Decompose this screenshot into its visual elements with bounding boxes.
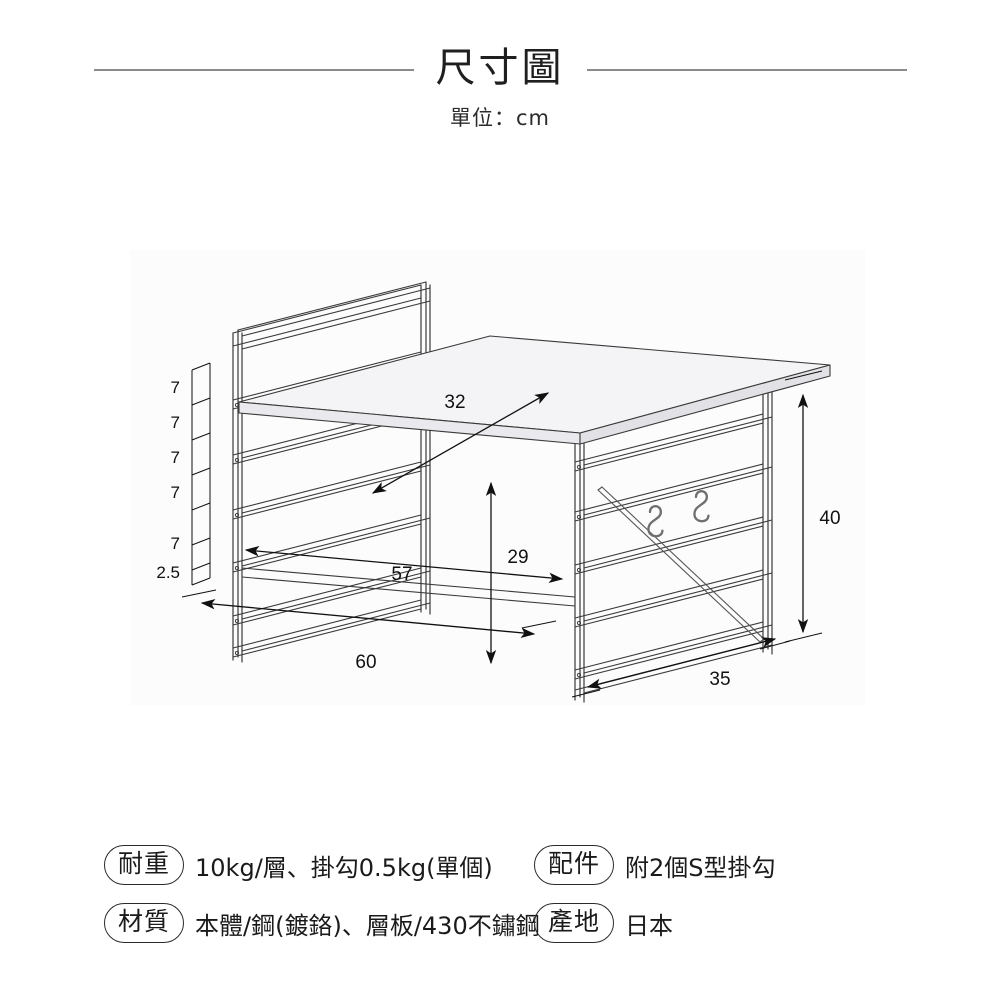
rung-label-1: 7 [171, 413, 180, 432]
rung-label-4: 7 [171, 534, 180, 553]
spec-row: 耐重 10kg/層、掛勾0.5kg(單個) 配件 附2個S型掛勾 [104, 836, 924, 894]
spec-label-origin: 產地 [534, 903, 615, 943]
spec-label-load: 耐重 [104, 845, 185, 885]
title-rule-left [93, 69, 414, 71]
spec-cell-load: 耐重 10kg/層、掛勾0.5kg(單個) [104, 845, 534, 885]
spec-value-accessory: 附2個S型掛勾 [625, 853, 776, 882]
dim-label-60: 60 [355, 652, 376, 673]
dim-label-35: 35 [709, 669, 730, 690]
page-title: 尺寸圖 [435, 45, 565, 91]
spec-value-material: 本體/鋼(鍍鉻)、層板/430不鏽鋼 [195, 911, 540, 940]
dim-total-depth [571, 637, 791, 698]
spec-label-accessory: 配件 [534, 845, 615, 885]
title-rule-right [586, 69, 907, 71]
dim-label-57: 57 [391, 564, 412, 585]
dimension-labels: 32 57 29 60 40 35 7 7 7 7 7 2.5 [156, 378, 840, 690]
dimension-annotations [181, 362, 823, 698]
dim-label-40: 40 [819, 508, 840, 529]
spec-label-material: 材質 [104, 903, 185, 943]
spec-row: 材質 本體/鋼(鍍鉻)、層板/430不鏽鋼 產地 日本 [104, 894, 924, 952]
dim-inner-width [244, 546, 564, 583]
spec-cell-material: 材質 本體/鋼(鍍鉻)、層板/430不鏽鋼 [104, 903, 540, 943]
dim-total-width [181, 589, 557, 638]
spec-table: 耐重 10kg/層、掛勾0.5kg(單個) 配件 附2個S型掛勾 材質 本體/鋼… [104, 836, 924, 952]
rung-label-0: 7 [171, 378, 180, 397]
rung-label-5: 2.5 [156, 563, 180, 582]
dim-label-32: 32 [444, 392, 465, 413]
spec-value-load: 10kg/層、掛勾0.5kg(單個) [195, 853, 493, 882]
title-row: 尺寸圖 [0, 48, 1000, 92]
product-dimension-drawing: 32 57 29 60 40 35 7 7 7 7 7 2.5 [130, 250, 870, 720]
spec-value-origin: 日本 [625, 911, 674, 940]
rung-scale-ladder [191, 362, 211, 586]
dim-shelf-depth [371, 392, 550, 494]
rung-label-3: 7 [171, 483, 180, 502]
spec-cell-origin: 產地 日本 [534, 903, 914, 943]
dim-label-29: 29 [507, 547, 528, 568]
spec-cell-accessory: 配件 附2個S型掛勾 [534, 845, 914, 885]
dim-total-height [784, 370, 823, 643]
rung-label-2: 7 [171, 448, 180, 467]
unit-subtitle: 單位：cm [449, 106, 550, 130]
